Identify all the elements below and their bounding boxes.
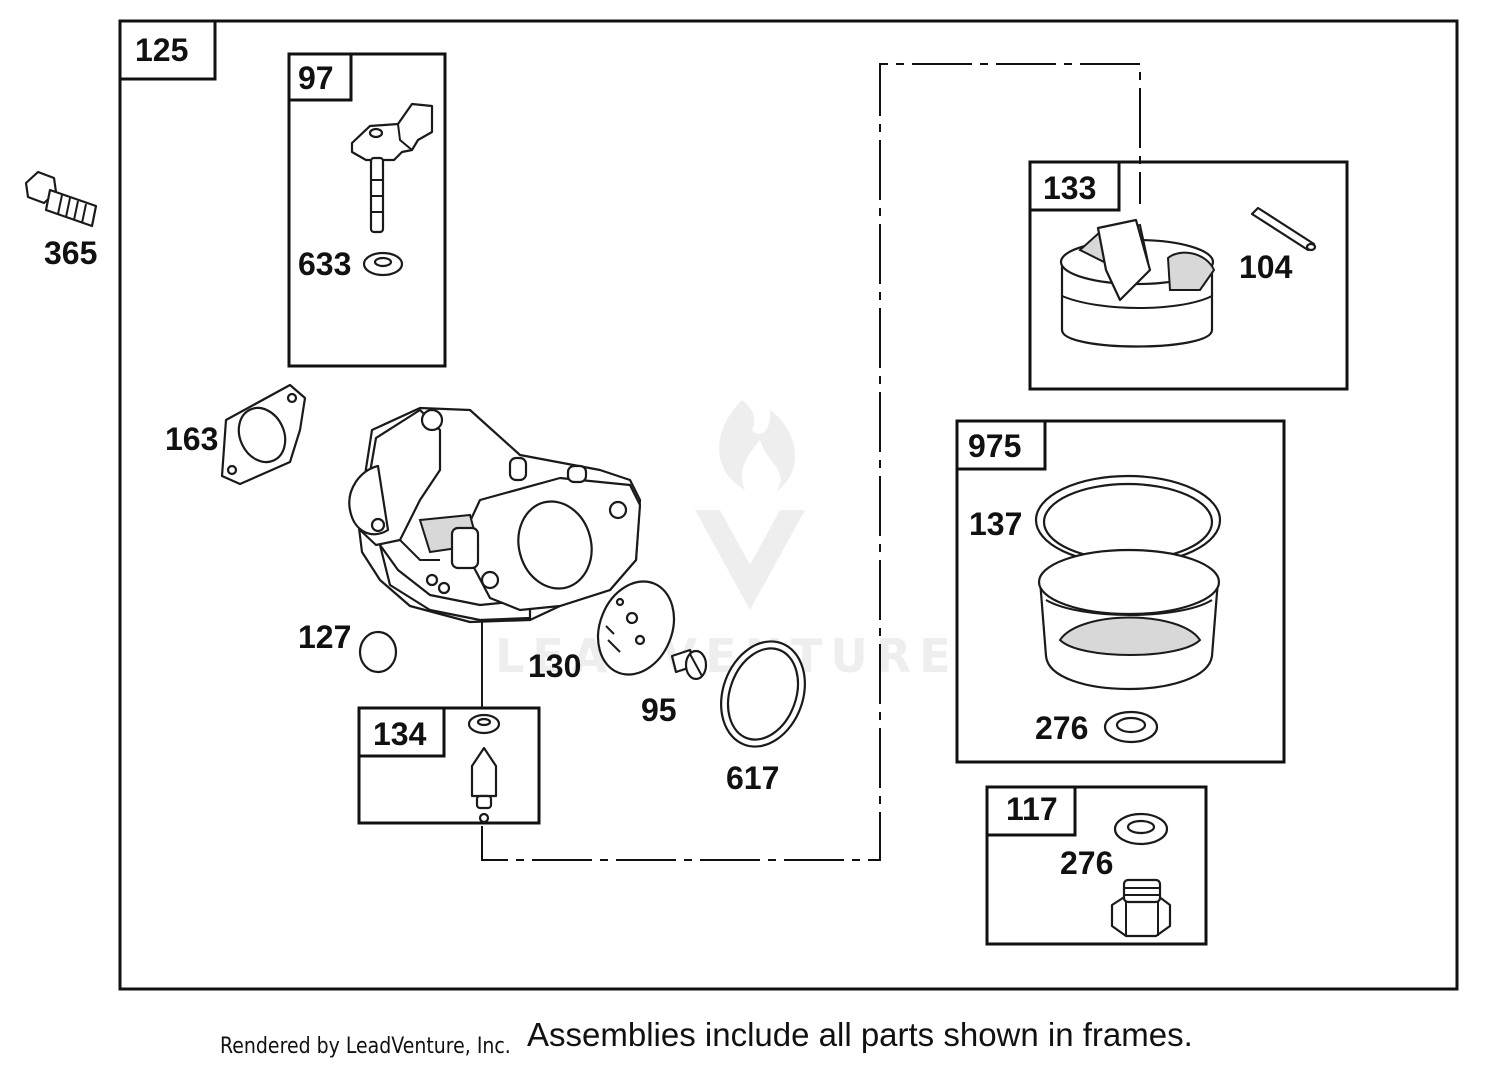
frame-tag-133: [1028, 160, 1121, 212]
float-bowl-icon: [1037, 548, 1221, 691]
plate-screw-icon: [670, 648, 708, 681]
intake-gasket-icon: [220, 383, 307, 486]
part-number-163: 163: [165, 421, 218, 457]
throttle-shaft-icon: [350, 102, 434, 234]
frame-tag-134: [357, 706, 446, 758]
part-number-137: 137: [969, 506, 1022, 542]
frame-tag-97: [287, 52, 353, 102]
frame-tag-117: [985, 785, 1077, 837]
part-number-633: 633: [298, 246, 351, 282]
welch-plug-icon: [358, 630, 398, 674]
bolt-icon: [24, 170, 98, 228]
flame-icon: [719, 400, 796, 492]
watermark-text: LEADVENTURE: [495, 629, 959, 683]
frame-number-125: 125: [135, 32, 188, 68]
inlet-needle-icon: [467, 713, 501, 824]
bowl-nut-icon: [1110, 878, 1172, 938]
rendered-by-credit: Rendered by LeadVenture, Inc.: [220, 1034, 511, 1059]
assemblies-note: Assemblies include all parts shown in fr…: [527, 1016, 1193, 1053]
o-ring-icon: [720, 640, 806, 748]
part-number-130: 130: [528, 648, 581, 684]
part-number-276-bowl: 276: [1035, 710, 1088, 746]
frame-number-97: 97: [298, 60, 334, 96]
frame-number-117: 117: [1006, 791, 1058, 827]
float-connection-line: [481, 63, 1141, 861]
assembly-frame-117: [985, 785, 1208, 946]
assembly-frame-125: [118, 19, 1459, 991]
nut-washer-icon: [1113, 812, 1169, 846]
part-number-276-nut: 276: [1060, 845, 1113, 881]
carburetor-body-icon: [348, 406, 642, 624]
frame-number-133: 133: [1043, 170, 1096, 206]
shaft-seal-icon: [362, 251, 404, 277]
assembly-frame-975: [955, 419, 1286, 764]
leadventure-logo-icon: [695, 510, 805, 610]
hinge-pin-icon: [1250, 206, 1317, 252]
assembly-frame-133: [1028, 160, 1349, 391]
watermark: LEADVENTURE: [495, 400, 959, 683]
frame-number-134: 134: [373, 716, 427, 752]
float-icon: [1059, 218, 1216, 348]
part-number-127: 127: [298, 619, 351, 655]
part-number-104: 104: [1239, 249, 1293, 285]
throttle-plate-icon: [596, 580, 676, 676]
frame-number-975: 975: [968, 428, 1021, 464]
frame-tag-125: [118, 19, 217, 81]
part-number-95: 95: [641, 692, 677, 728]
bowl-washer-icon: [1103, 710, 1159, 744]
bowl-gasket-icon: [1034, 474, 1222, 566]
part-number-365: 365: [44, 235, 97, 271]
part-number-617: 617: [726, 760, 779, 796]
assembly-frame-134: [357, 706, 541, 825]
frame-tag-975: [955, 419, 1047, 471]
assembly-frame-97: [287, 52, 447, 368]
